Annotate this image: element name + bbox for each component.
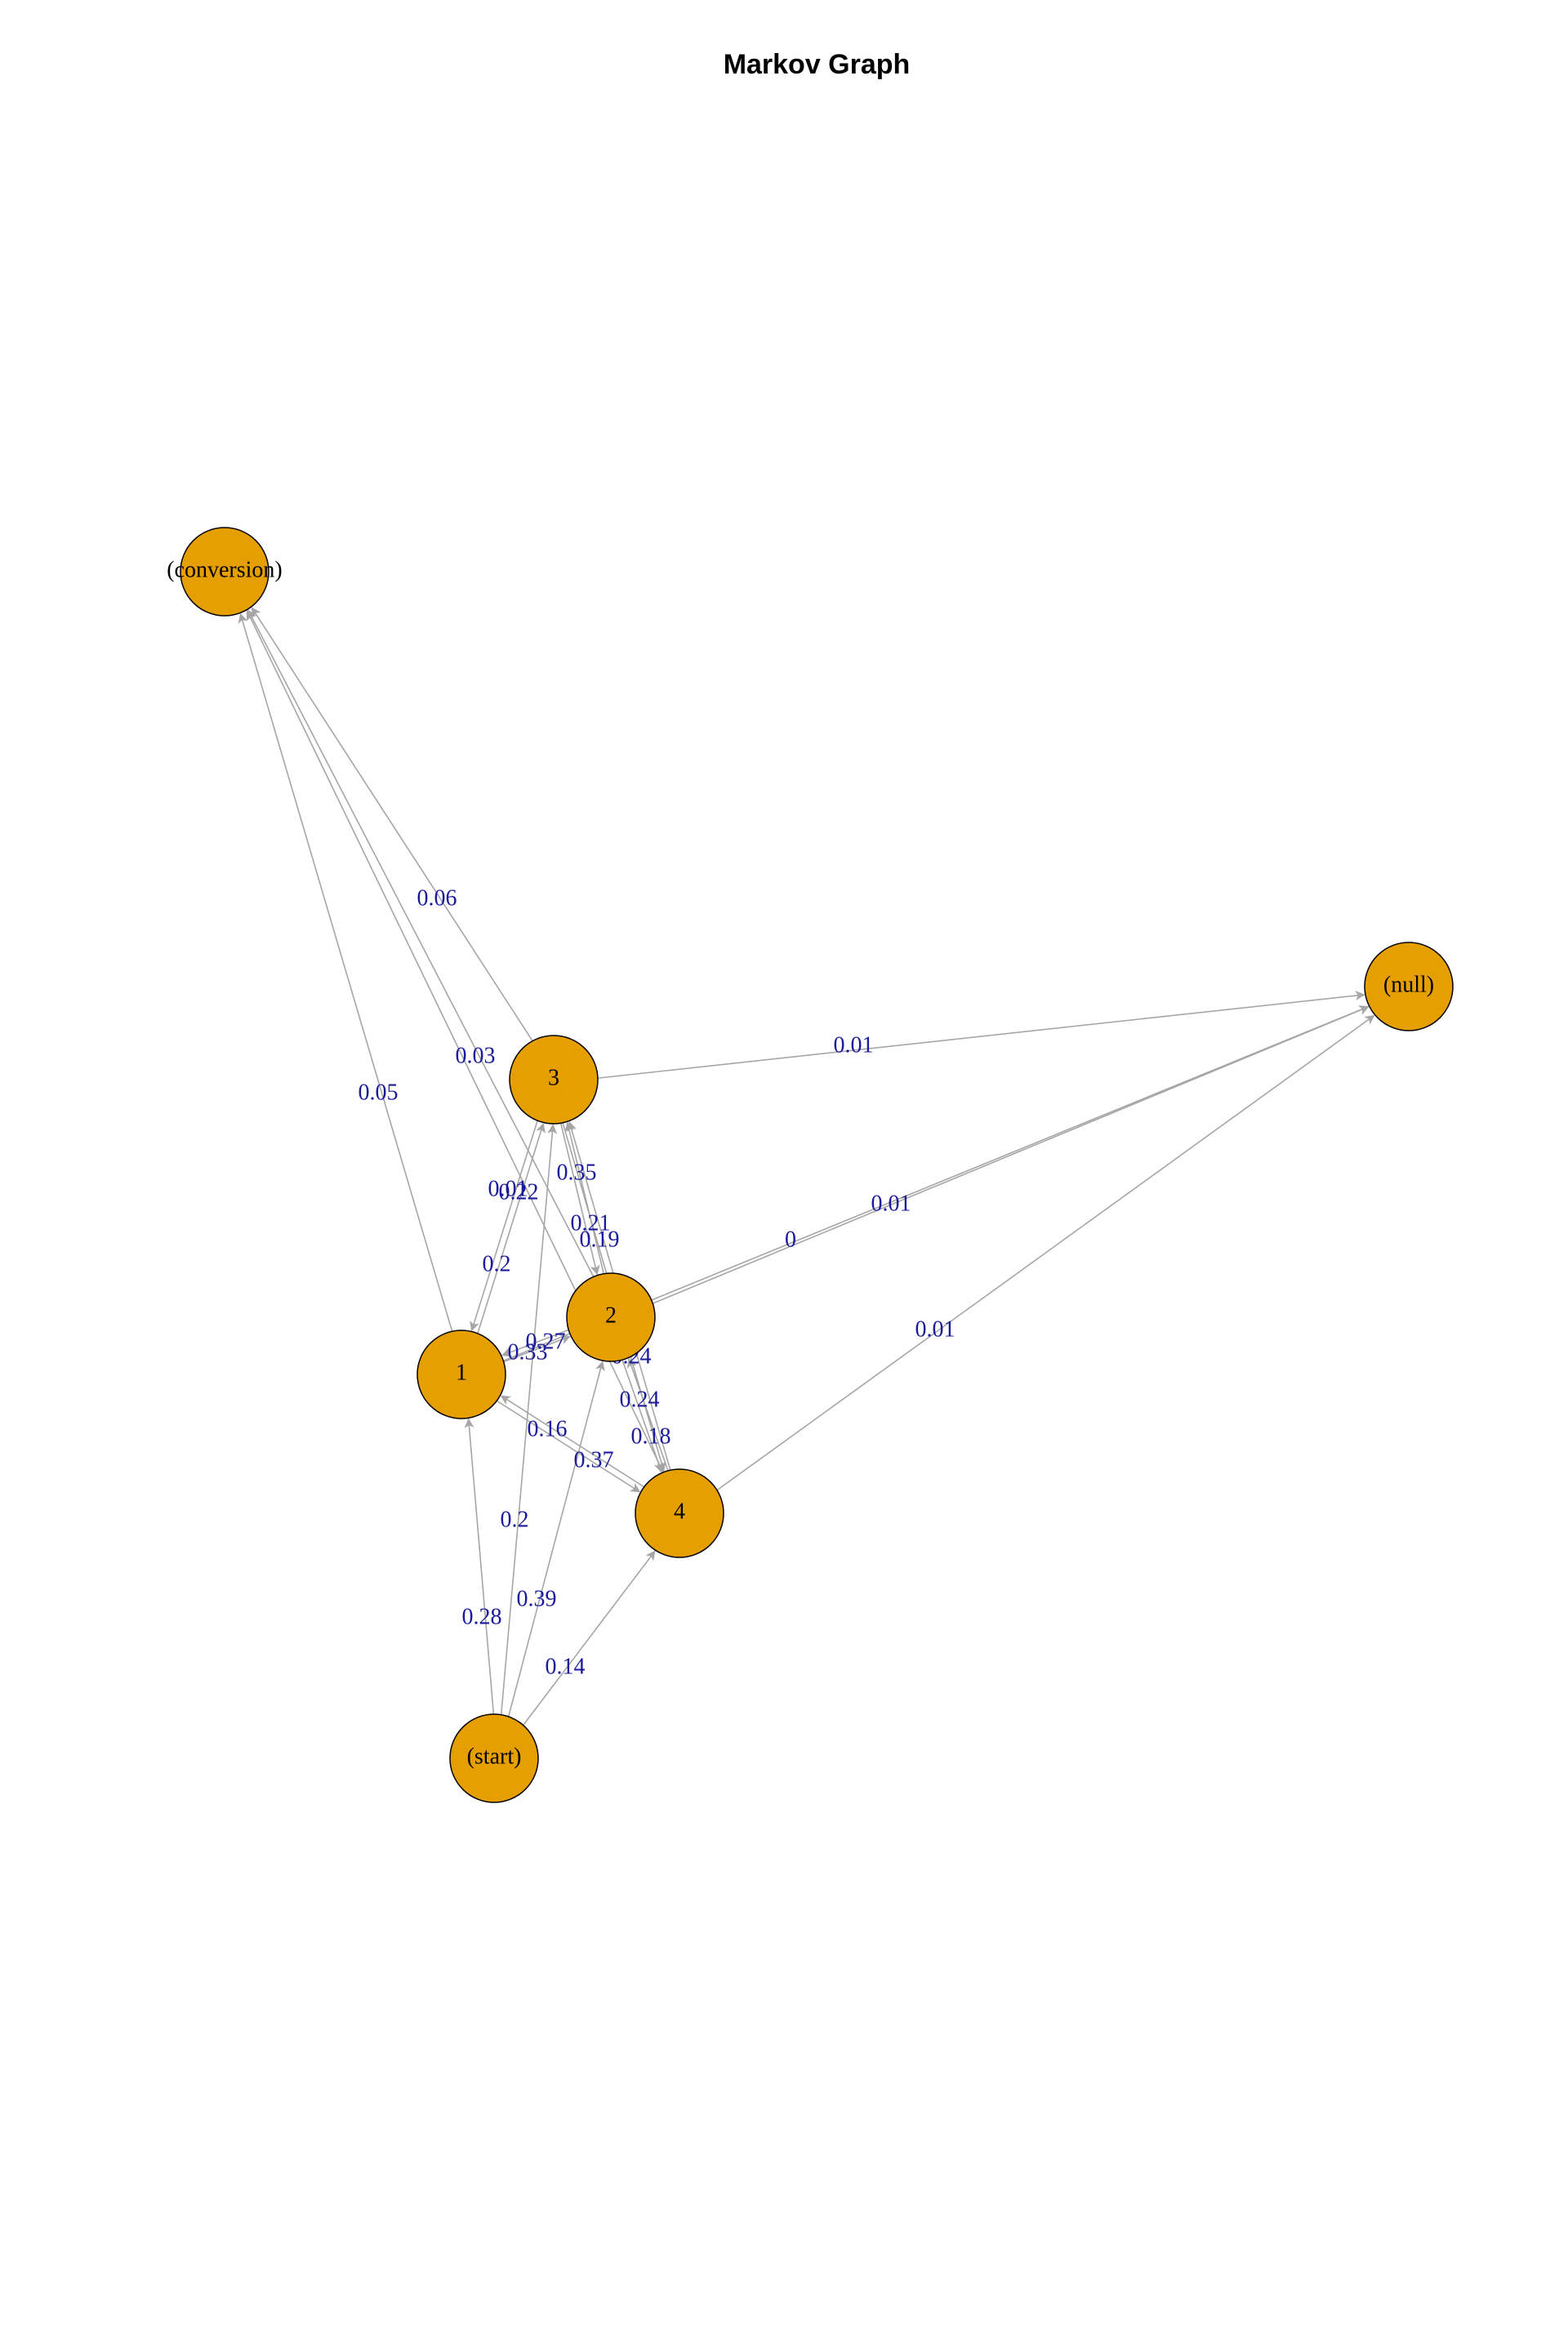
- node-circle: [416, 1330, 506, 1419]
- edge-label-n4-to-null: 0.01: [915, 1316, 956, 1342]
- node-label: (conversion): [167, 557, 283, 582]
- node-label: 2: [605, 1303, 617, 1328]
- edge-n3-to-conversion: [251, 607, 533, 1041]
- node-label: 1: [456, 1360, 467, 1385]
- edge-label-n4-to-conversion: 0.01: [488, 1176, 528, 1201]
- edge-n4-to-null: [716, 1014, 1375, 1491]
- edge-label-n2-to-null: 0.01: [871, 1191, 911, 1216]
- edge-label-start-to-n1: 0.28: [462, 1604, 502, 1629]
- node-label: (null): [1383, 972, 1434, 997]
- edge-start-to-n1: [464, 1418, 495, 1714]
- edge-label-n4-to-n3: 0.19: [580, 1227, 620, 1252]
- edge-start-to-n2: [507, 1361, 605, 1717]
- edge-n1-to-n2: [503, 1334, 571, 1363]
- node-circle: [449, 1713, 539, 1803]
- edge-label-n2-to-conversion: 0.03: [456, 1043, 496, 1068]
- edge-n3-to-null: [598, 991, 1365, 1079]
- nodes-layer: (conversion) (null) 3 2 1 4 (start): [167, 527, 1454, 1803]
- edge-labels-layer: 0.050.060.030.010.010.0100.010.350.210.1…: [359, 885, 956, 1679]
- node-label: 4: [674, 1499, 685, 1524]
- edge-label-n1-to-n3: 0.22: [499, 1179, 539, 1205]
- edge-label-n4-to-n2: 0.24: [620, 1387, 660, 1412]
- edge-label-n3-to-n2: 0.21: [571, 1210, 611, 1236]
- edge-n1-to-n4: [496, 1400, 641, 1493]
- node-n3[interactable]: 3: [509, 1035, 599, 1125]
- edge-n2-to-n4: [621, 1360, 664, 1473]
- edge-label-n4-to-n1: 0.16: [528, 1416, 568, 1441]
- edge-start-to-n4: [523, 1550, 656, 1726]
- edge-label-n3-to-n4: 0.18: [631, 1423, 671, 1449]
- edge-n1-to-conversion: [238, 612, 453, 1332]
- edge-label-start-to-n4: 0.14: [546, 1654, 586, 1679]
- node-circle: [180, 527, 270, 617]
- edge-label-start-to-n2: 0.39: [517, 1586, 557, 1611]
- edge-n4-to-n2: [626, 1357, 669, 1471]
- edge-n2-to-n3: [564, 1121, 605, 1274]
- edge-n3-to-n1: [470, 1120, 538, 1332]
- node-n2[interactable]: 2: [566, 1272, 656, 1362]
- edge-n2-to-null: [653, 1005, 1370, 1304]
- edge-n1-to-n3: [477, 1122, 546, 1334]
- graph-title: Markov Graph: [724, 49, 911, 80]
- node-n1[interactable]: 1: [416, 1330, 506, 1419]
- edge-n3-to-n2: [559, 1123, 600, 1276]
- edge-label-n1-to-n2: 0.33: [508, 1339, 548, 1365]
- node-start[interactable]: (start): [449, 1713, 539, 1803]
- edge-start-to-n3: [500, 1124, 558, 1715]
- edge-label-n2-to-n1: 0.27: [526, 1329, 566, 1354]
- edge-label-n3-to-conversion: 0.06: [417, 885, 457, 911]
- edge-n4-to-n1: [500, 1395, 645, 1488]
- edge-label-n1-to-conversion: 0.05: [359, 1080, 399, 1105]
- node-circle: [566, 1272, 656, 1362]
- edges-layer: [238, 607, 1375, 1726]
- edge-n2-to-conversion: [247, 609, 595, 1277]
- edge-label-n3-to-n1: 0.2: [483, 1251, 511, 1276]
- edge-label-n2-to-n3: 0.35: [557, 1160, 597, 1185]
- node-conversion[interactable]: (conversion): [167, 527, 283, 617]
- edge-label-start-to-n3: 0.2: [501, 1507, 529, 1532]
- edge-label-n1-to-n4: 0.37: [574, 1447, 614, 1472]
- edge-label-n1-to-null: 0: [785, 1227, 796, 1252]
- node-circle: [1364, 942, 1454, 1031]
- node-circle: [509, 1035, 599, 1125]
- node-n4[interactable]: 4: [635, 1468, 724, 1558]
- node-label: 3: [548, 1065, 559, 1090]
- edge-label-n3-to-null: 0.01: [834, 1032, 874, 1058]
- node-null[interactable]: (null): [1364, 942, 1454, 1031]
- edge-n2-to-n1: [501, 1329, 569, 1357]
- node-circle: [635, 1468, 724, 1558]
- node-label: (start): [467, 1744, 522, 1769]
